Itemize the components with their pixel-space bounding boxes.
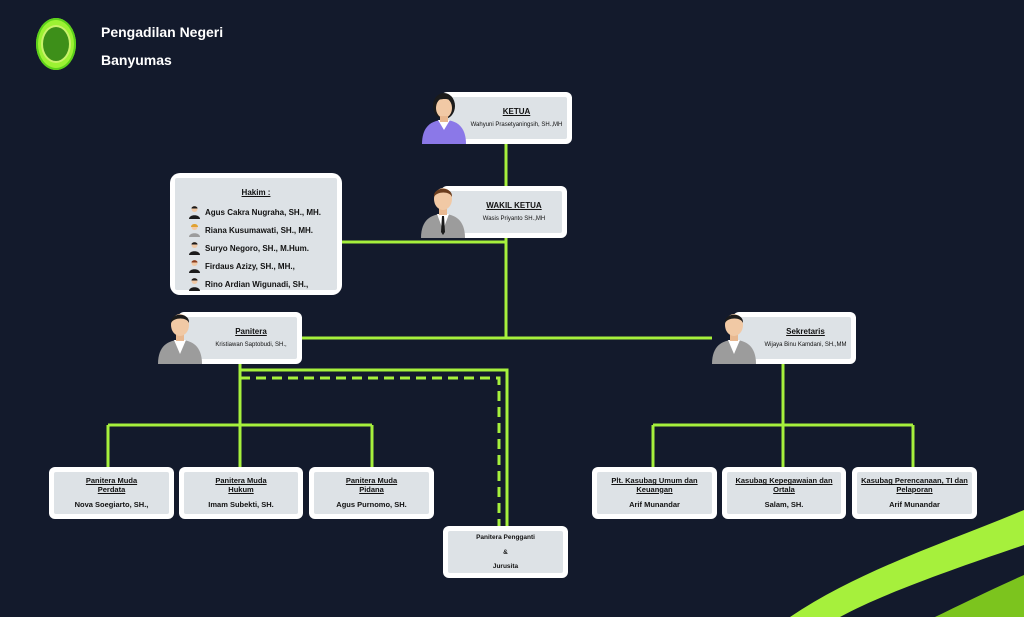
- panitera-muda-label: Panitera Muda Pidana: [345, 476, 398, 494]
- kasubag-name: Salam, SH.: [764, 499, 804, 509]
- panitera-muda-name: Agus Purnomo, SH.: [336, 499, 407, 509]
- hakim-member-name: Suryo Negoro, SH., M.Hum.: [205, 243, 310, 253]
- panitera-muda-name: Nova Soegiarto, SH.,: [74, 499, 149, 509]
- header-title-line2: Banyumas: [101, 52, 172, 68]
- panitera-pengganti-card: Panitera Pengganti & Jurusita: [443, 526, 568, 578]
- swoosh-decoration: [790, 510, 1024, 617]
- male-judge-icon: [189, 278, 200, 291]
- hakim-member-name: Rino Ardian Wigunadi, SH.,: [205, 279, 309, 289]
- hakim-member: Rino Ardian Wigunadi, SH.,: [189, 275, 337, 293]
- male-official-icon: [158, 314, 202, 364]
- hakim-list: Agus Cakra Nugraha, SH., MH. Riana Kusum…: [175, 203, 337, 293]
- pengganti-line1: Panitera Pengganti: [476, 534, 535, 541]
- court-logo-icon: [36, 18, 76, 70]
- male-judge-icon: [189, 206, 200, 219]
- hakim-member: Riana Kusumawati, SH., MH.: [189, 221, 337, 239]
- male-judge-icon: [189, 260, 200, 273]
- kasubag-name: Arif Munandar: [889, 499, 940, 509]
- female-judge-icon: [189, 224, 200, 237]
- male-official-icon: [421, 188, 465, 238]
- panitera-muda-hukum-card: Panitera Muda Hukum Imam Subekti, SH.: [179, 467, 303, 519]
- swoosh-decoration-dark: [935, 575, 1024, 617]
- hakim-title: Hakim :: [241, 188, 271, 197]
- panitera-muda-label: Panitera Muda Perdata: [85, 476, 138, 494]
- kasubag-kepegawaian-card: Kasubag Kepegawaian dan Ortala Salam, SH…: [722, 467, 846, 519]
- hakim-member-name: Riana Kusumawati, SH., MH.: [205, 225, 314, 235]
- panitera-muda-name: Imam Subekti, SH.: [208, 499, 274, 509]
- wakil-label: WAKIL KETUA: [486, 201, 542, 211]
- male-judge-icon: [189, 242, 200, 255]
- pengganti-line2: &: [503, 548, 508, 556]
- panitera-name: Kristiawan Saptobudi, SH.,: [215, 341, 287, 348]
- connector-pengganti-solid: [240, 368, 509, 527]
- hakim-member: Agus Cakra Nugraha, SH., MH.: [189, 203, 337, 221]
- connector-pengganti-dashed: [240, 376, 501, 527]
- hakim-card: Hakim : Agus Cakra Nugraha, SH., MH. Ria…: [170, 173, 342, 295]
- panitera-muda-label: Panitera Muda Hukum: [215, 476, 267, 494]
- kasubag-label: Plt. Kasubag Umum dan Keuangan: [611, 476, 698, 494]
- hakim-member-name: Firdaus Azizy, SH., MH.,: [205, 261, 295, 271]
- panitera-card: Panitera Kristiawan Saptobudi, SH.,: [178, 312, 302, 364]
- panitera-muda-perdata-card: Panitera Muda Perdata Nova Soegiarto, SH…: [49, 467, 174, 519]
- pengganti-line3: Jurusita: [492, 563, 519, 570]
- kasubag-label: Kasubag Kepegawaian dan Ortala: [735, 476, 833, 494]
- ketua-label: KETUA: [502, 107, 531, 117]
- wakil-name: Wasis Priyanto SH.,MH: [482, 215, 546, 222]
- header-title-line1: Pengadilan Negeri: [101, 24, 224, 40]
- ketua-name: Wahyuni Prasetyaningsih, SH.,MH: [470, 121, 563, 128]
- hakim-member: Firdaus Azizy, SH., MH.,: [189, 257, 337, 275]
- kasubag-perencanaan-card: Kasubag Perencanaan, TI dan Pelaporan Ar…: [852, 467, 977, 519]
- hakim-member-name: Agus Cakra Nugraha, SH., MH.: [205, 207, 322, 217]
- panitera-label: Panitera: [235, 327, 267, 337]
- kasubag-label: Kasubag Perencanaan, TI dan Pelaporan: [861, 476, 968, 494]
- female-official-icon: [422, 93, 466, 144]
- panitera-muda-pidana-card: Panitera Muda Pidana Agus Purnomo, SH.: [309, 467, 434, 519]
- kasubag-name: Arif Munandar: [629, 499, 680, 509]
- sekretaris-card: Sekretaris Wijaya Binu Kamdani, SH.,MM: [733, 312, 856, 364]
- wakil-ketua-card: WAKIL KETUA Wasis Priyanto SH.,MH: [441, 186, 567, 238]
- ketua-card: KETUA Wahyuni Prasetyaningsih, SH.,MH: [441, 92, 572, 144]
- male-official-icon: [712, 314, 756, 364]
- sekretaris-name: Wijaya Binu Kamdani, SH.,MM: [764, 341, 847, 348]
- sekretaris-label: Sekretaris: [786, 327, 825, 337]
- kasubag-umum-card: Plt. Kasubag Umum dan Keuangan Arif Muna…: [592, 467, 717, 519]
- hakim-member: Suryo Negoro, SH., M.Hum.: [189, 239, 337, 257]
